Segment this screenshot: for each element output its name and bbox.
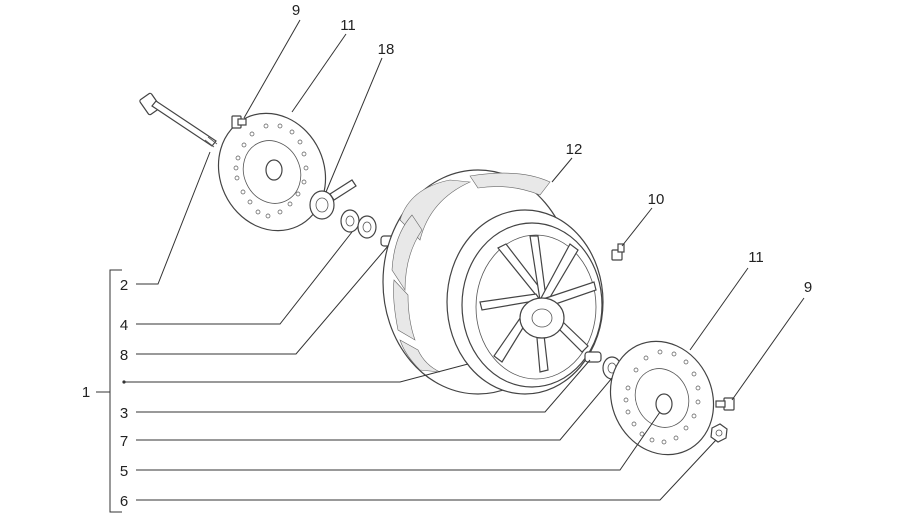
leader-lines bbox=[122, 19, 805, 501]
left-disc-holes bbox=[233, 123, 309, 219]
callout-1: 1 bbox=[82, 384, 90, 401]
top-disc-bolt bbox=[231, 115, 247, 129]
callout-7: 7 bbox=[120, 433, 128, 450]
right-brake-disc bbox=[609, 340, 715, 456]
speedometer-drive bbox=[309, 179, 357, 220]
wheel-rim bbox=[461, 222, 603, 388]
callout-3: 3 bbox=[120, 405, 128, 422]
callout-11-right: 11 bbox=[748, 249, 764, 266]
callout-11-top: 11 bbox=[340, 17, 356, 34]
callout-8: 8 bbox=[120, 347, 128, 364]
callout-labels: 1 2 4 8 3 7 5 6 9 11 18 12 10 11 9 bbox=[82, 2, 812, 510]
axle-nut bbox=[710, 423, 728, 443]
callout-4: 4 bbox=[120, 317, 128, 334]
callout-18: 18 bbox=[378, 41, 395, 58]
callout-5: 5 bbox=[120, 463, 128, 480]
callout-9-top: 9 bbox=[292, 2, 300, 19]
callout-2: 2 bbox=[120, 277, 128, 294]
axle-shaft bbox=[139, 92, 218, 148]
right-disc-holes bbox=[623, 349, 701, 445]
valve-bolt bbox=[611, 243, 625, 261]
callout-9-right: 9 bbox=[804, 279, 812, 296]
callout-12: 12 bbox=[566, 141, 583, 158]
callout-6: 6 bbox=[120, 493, 128, 510]
left-brake-disc bbox=[217, 112, 327, 232]
right-disc-bolt bbox=[715, 397, 735, 411]
left-bearings bbox=[340, 209, 398, 247]
assembly-bracket bbox=[96, 269, 122, 513]
callout-10: 10 bbox=[648, 191, 665, 208]
